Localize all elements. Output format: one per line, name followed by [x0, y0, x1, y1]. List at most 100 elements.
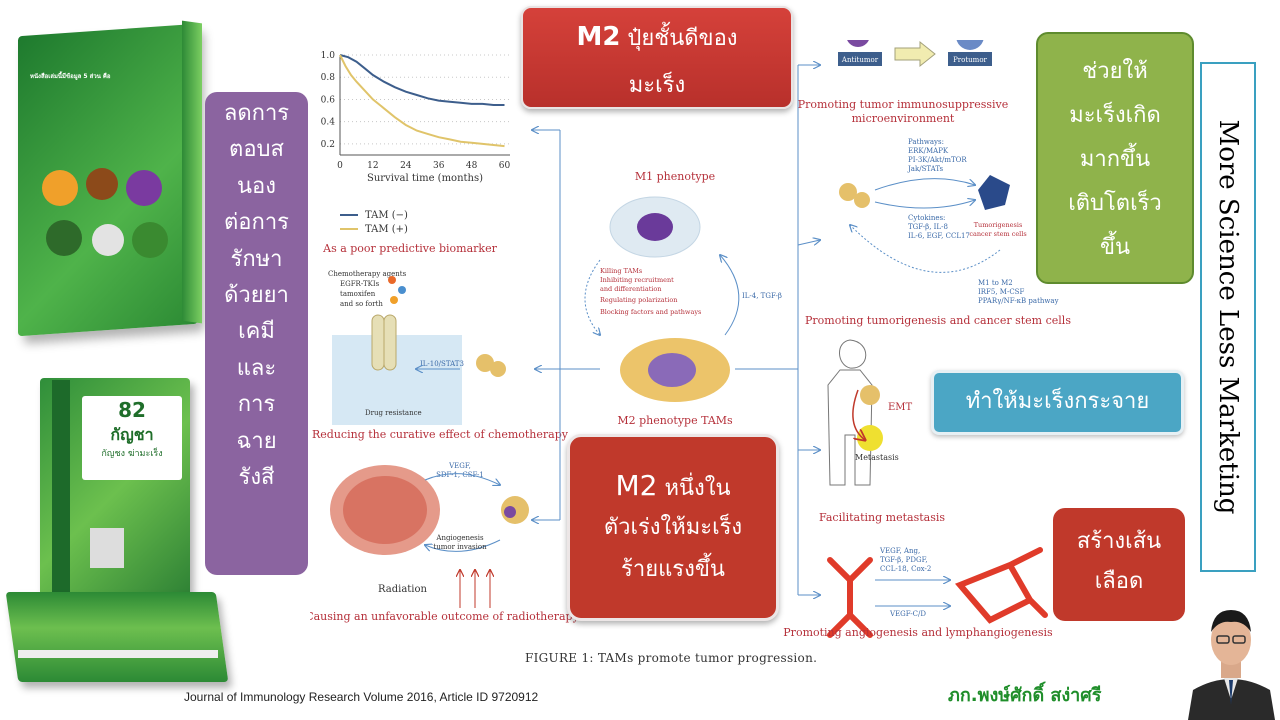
note-line: รังสี [238, 464, 275, 490]
x-tick-label: 0 [337, 161, 343, 171]
m2-accelerator-box: M2 หนึ่งใน ตัวเร่งให้มะเร็ง ร้ายแรงขึ้น [567, 434, 779, 621]
vessel-network [954, 547, 1048, 624]
stem-m1m2: M1 to M2 [978, 279, 1013, 287]
chemo-agents: Chemotherapy agents [328, 270, 407, 278]
chemo-sofourth: and so forth [340, 300, 383, 308]
protumor-tag [948, 52, 992, 66]
efflux-pump [371, 314, 385, 371]
angio-v4: VEGF-C/D [889, 610, 926, 618]
cell-membrane-region [332, 335, 462, 425]
m1-label: M1 phenotype [635, 170, 715, 183]
book-spine-1 [182, 20, 202, 324]
strategy-4: Regulating polarization [600, 296, 677, 304]
series-line [339, 54, 505, 106]
book-cover-2-label: 82 กัญชา กัญชง ฆ่ามะเร็ง [82, 396, 182, 480]
y-tick-label: 0.4 [321, 118, 336, 128]
title-line1: ปุ๋ยชั้นดีของ [620, 26, 738, 51]
arrow [874, 200, 975, 209]
immune-cell [847, 40, 869, 47]
title-line2: มะเร็ง [628, 73, 686, 98]
arrow [797, 240, 820, 246]
human-silhouette [827, 339, 873, 486]
efflux-pump [383, 314, 397, 371]
m1-nucleus [637, 213, 673, 241]
book-stack [5, 592, 229, 682]
note-line: มะเร็งเกิด [1069, 103, 1161, 128]
angio-title: Promoting angiogenesis and lymphangiogen… [783, 626, 1053, 639]
stem-p2: PI-3K/Akt/mTOR [908, 156, 967, 164]
radio-sdf: SDF-1, CSF-1 [436, 471, 484, 479]
note-line: ตอบส [229, 137, 284, 163]
angio-v3: CCL-18, Cox-2 [880, 565, 931, 573]
tam-cell-icon [476, 354, 494, 372]
note-line: สร้างเส้น [1076, 529, 1162, 554]
stem-title: Promoting tumorigenesis and cancer stem … [805, 314, 1071, 327]
note-line: นอง [237, 173, 276, 199]
y-tick-label: 0.2 [321, 140, 335, 150]
tam-nucleus [504, 506, 516, 518]
radio-radiation: Radiation [378, 584, 428, 595]
metastasis-note-box: ทำให้มะเร็งกระจาย [931, 370, 1184, 435]
emt-arrow [852, 389, 865, 440]
strategy-3: and differentiation [600, 285, 662, 293]
m2-label: M2 phenotype TAMs [617, 414, 733, 427]
cancer-stem-cell [978, 175, 1010, 210]
angio-v1: VEGF, Ang, [879, 547, 920, 555]
stem-tumorigenesis-2: cancer stem cells [969, 230, 1026, 238]
angio-v2: TGF-β, PDGF, [880, 556, 928, 564]
radio-vegf: VEGF, [448, 462, 471, 470]
book-author-photo [90, 528, 124, 568]
m2-accelerator-line2: ตัวเร่งให้มะเร็ง [603, 515, 743, 540]
note-line: ขึ้น [1099, 235, 1131, 260]
shift-arrow [894, 40, 936, 68]
stem-p3: Jak/STATs [907, 165, 943, 173]
book-cover-2-title: กัญชา [110, 425, 154, 444]
stem-c1: TGF-β, IL-8 [908, 223, 948, 231]
drug-dot [398, 286, 406, 294]
x-axis-label: Survival time (months) [367, 173, 483, 184]
chemo-title: Reducing the curative effect of chemothe… [312, 428, 569, 441]
chemo-pathway: IL-10/STAT3 [420, 360, 464, 368]
tam-cell-icon [839, 183, 857, 201]
strategy-2: Inhibiting recruitment [600, 276, 674, 284]
survival-title: As a poor predictive biomarker [322, 242, 497, 255]
x-tick-label: 36 [433, 161, 445, 171]
stem-pathways: Pathways: [908, 138, 944, 146]
y-tick-label: 0.8 [321, 73, 336, 83]
book-cover-1-body [30, 268, 180, 298]
vessel-note-box: สร้างเส้น เลือด [1053, 508, 1185, 621]
stem-m1m2c: PPARγ/NF-κB pathway [978, 297, 1059, 305]
note-line: เลือด [1094, 569, 1144, 594]
y-tick-label: 1.0 [321, 51, 336, 61]
stem-p1: ERK/MAPK [908, 147, 949, 155]
tam-cell-icon [860, 385, 880, 405]
legend-tam-pos: TAM (+) [365, 224, 408, 235]
note-line: ช่วยให้ [1082, 59, 1148, 84]
metastasis-mass [857, 425, 883, 451]
antitumor-tag [838, 52, 882, 66]
tumor-mass-core [343, 476, 427, 544]
chemo-tamox: tamoxifen [340, 290, 376, 298]
arrow [850, 225, 1001, 273]
note-line: ลดการ [223, 101, 290, 126]
chemo-resistance: Drug resistance [365, 409, 422, 417]
x-tick-label: 60 [499, 161, 511, 171]
note-line: เติบโตเร็ว [1068, 191, 1162, 216]
book-cover-2-subtitle: กัญชง ฆ่ามะเร็ง [101, 449, 163, 459]
arrow [720, 255, 740, 336]
vertical-title-frame [1200, 62, 1256, 572]
stem-c2: IL-6, EGF, CCL17 [908, 232, 970, 240]
note-line: รักษา [230, 246, 283, 272]
metastasis-label: Metastasis [855, 453, 899, 462]
protumor-label: Protumor [953, 56, 987, 64]
citation: Journal of Immunology Research Volume 20… [184, 690, 539, 704]
stem-cytokines: Cytokines: [908, 214, 945, 222]
tam-cell-icon [854, 192, 870, 208]
il4-label: IL-4, TGF-β [742, 292, 782, 300]
x-tick-label: 12 [367, 161, 378, 171]
immuno-title-1: Promoting tumor immunosuppressive [798, 98, 1009, 111]
stem-tumorigenesis-1: Tumorigenesis [974, 221, 1023, 229]
series-line [339, 54, 505, 148]
